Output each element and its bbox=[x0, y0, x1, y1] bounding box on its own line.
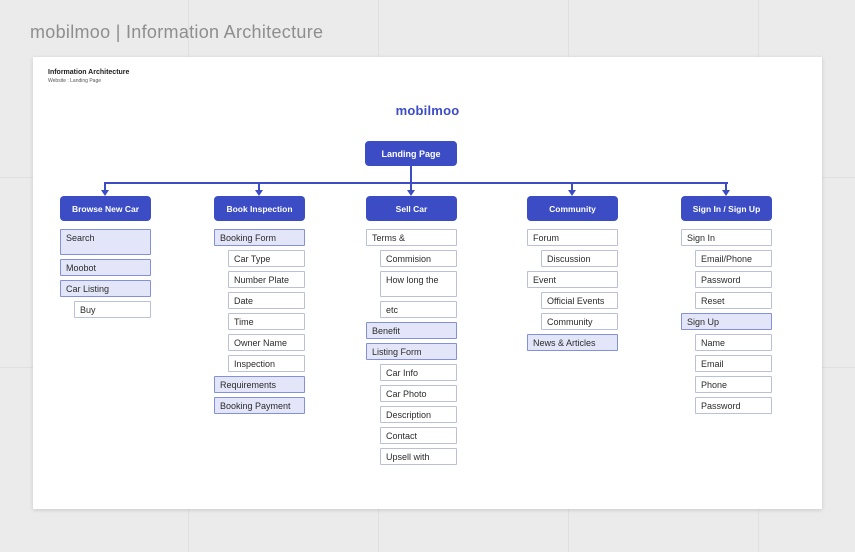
node-landing-page[interactable]: Landing Page bbox=[365, 141, 457, 166]
arrow-down-icon bbox=[101, 190, 109, 196]
node-car-photo[interactable]: Car Photo bbox=[380, 385, 457, 402]
node-date[interactable]: Date bbox=[228, 292, 305, 309]
node-event[interactable]: Event bbox=[527, 271, 618, 288]
connector-stub-line bbox=[258, 182, 260, 191]
connector-stub-line bbox=[571, 182, 573, 191]
node-email-phone[interactable]: Email/Phone bbox=[695, 250, 772, 267]
doc-subtitle: Website : Landing Page bbox=[48, 78, 102, 84]
doc-title: Information Architecture bbox=[48, 69, 130, 76]
node-password[interactable]: Password bbox=[695, 397, 772, 414]
node-listing-form[interactable]: Listing Form bbox=[366, 343, 457, 360]
branch-sell-car[interactable]: Sell Car bbox=[366, 196, 457, 221]
mobilmoo-logo: mobilmoo bbox=[395, 103, 460, 118]
node-password[interactable]: Password bbox=[695, 271, 772, 288]
node-upsell-with[interactable]: Upsell with bbox=[380, 448, 457, 465]
arrow-down-icon bbox=[407, 190, 415, 196]
branch-book-inspection[interactable]: Book Inspection bbox=[214, 196, 305, 221]
node-official-events[interactable]: Official Events bbox=[541, 292, 618, 309]
node-benefit[interactable]: Benefit bbox=[366, 322, 457, 339]
node-inspection[interactable]: Inspection bbox=[228, 355, 305, 372]
node-news-articles[interactable]: News & Articles bbox=[527, 334, 618, 351]
node-number-plate[interactable]: Number Plate bbox=[228, 271, 305, 288]
branch-browse-new-car[interactable]: Browse New Car bbox=[60, 196, 151, 221]
connector-root-line bbox=[410, 166, 412, 183]
node-booking-payment[interactable]: Booking Payment bbox=[214, 397, 305, 414]
connector-bus-line bbox=[105, 182, 728, 184]
node-booking-form[interactable]: Booking Form bbox=[214, 229, 305, 246]
node-how-long-the[interactable]: How long the bbox=[380, 271, 457, 297]
node-etc[interactable]: etc bbox=[380, 301, 457, 318]
node-forum[interactable]: Forum bbox=[527, 229, 618, 246]
diagram-canvas: Information Architecture Website : Landi… bbox=[33, 57, 822, 509]
arrow-down-icon bbox=[722, 190, 730, 196]
connector-stub-line bbox=[725, 182, 727, 191]
node-time[interactable]: Time bbox=[228, 313, 305, 330]
node-terms[interactable]: Terms & bbox=[366, 229, 457, 246]
node-car-listing[interactable]: Car Listing bbox=[60, 280, 151, 297]
app-title: mobilmoo | Information Architecture bbox=[30, 22, 324, 42]
connector-stub-line bbox=[410, 182, 412, 191]
node-car-type[interactable]: Car Type bbox=[228, 250, 305, 267]
node-sign-up[interactable]: Sign Up bbox=[681, 313, 772, 330]
node-search[interactable]: Search bbox=[60, 229, 151, 255]
node-contact[interactable]: Contact bbox=[380, 427, 457, 444]
node-car-info[interactable]: Car Info bbox=[380, 364, 457, 381]
node-buy[interactable]: Buy bbox=[74, 301, 151, 318]
arrow-down-icon bbox=[568, 190, 576, 196]
node-description[interactable]: Description bbox=[380, 406, 457, 423]
node-moobot[interactable]: Moobot bbox=[60, 259, 151, 276]
node-commision[interactable]: Commision bbox=[380, 250, 457, 267]
branch-community[interactable]: Community bbox=[527, 196, 618, 221]
node-reset[interactable]: Reset bbox=[695, 292, 772, 309]
node-owner-name[interactable]: Owner Name bbox=[228, 334, 305, 351]
node-requirements[interactable]: Requirements bbox=[214, 376, 305, 393]
doc-meta: Information Architecture Website : Landi… bbox=[48, 69, 129, 84]
arrow-down-icon bbox=[255, 190, 263, 196]
node-email[interactable]: Email bbox=[695, 355, 772, 372]
branch-sign-in-sign-up[interactable]: Sign In / Sign Up bbox=[681, 196, 772, 221]
connector-stub-line bbox=[104, 182, 106, 191]
node-community[interactable]: Community bbox=[541, 313, 618, 330]
node-discussion[interactable]: Discussion bbox=[541, 250, 618, 267]
node-name[interactable]: Name bbox=[695, 334, 772, 351]
node-sign-in[interactable]: Sign In bbox=[681, 229, 772, 246]
node-phone[interactable]: Phone bbox=[695, 376, 772, 393]
